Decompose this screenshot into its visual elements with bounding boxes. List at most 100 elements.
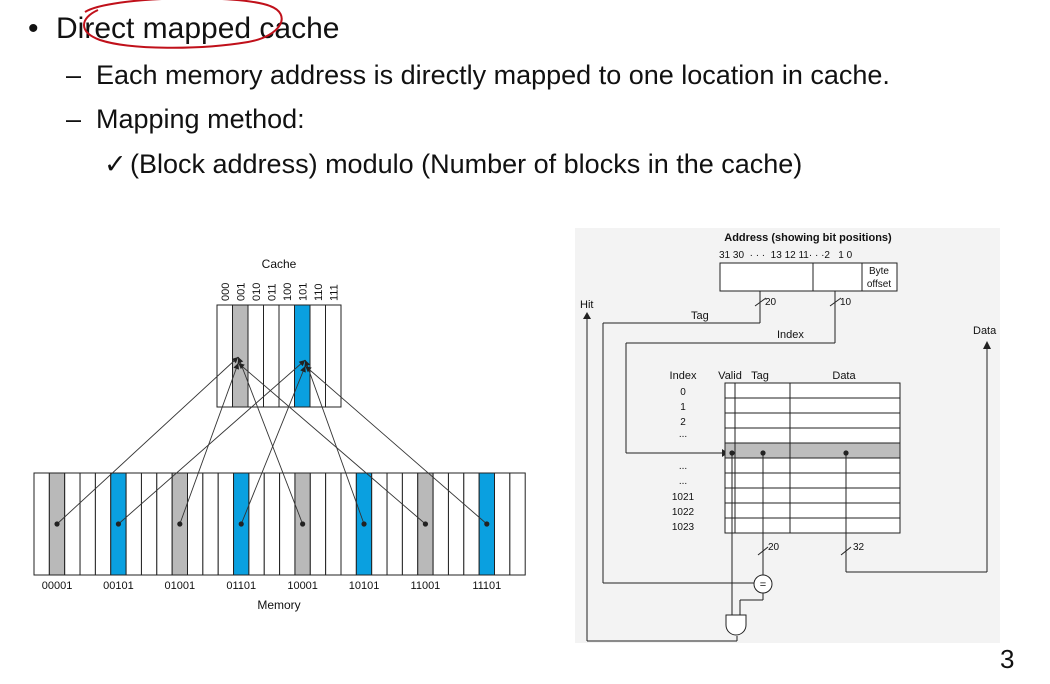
subpoint-modulo: ✓(Block address) modulo (Number of block… (104, 149, 802, 180)
mapping-arrow-origin (300, 521, 306, 527)
memory-block (309, 472, 327, 576)
direct-mapped-cache-hardware-diagram: Address (showing bit positions) 31 30 · … (575, 228, 1000, 643)
memory-block (279, 472, 296, 576)
mapping-arrowhead (237, 357, 244, 364)
subpoint-text: (Block address) modulo (Number of blocks… (130, 149, 803, 179)
dash-icon: – (66, 60, 82, 90)
mapping-arrowhead (233, 363, 240, 370)
cache-index-label: 001 (235, 283, 247, 301)
compare-width: 20 (768, 542, 780, 553)
cache-row (724, 472, 901, 489)
cache-row (724, 487, 901, 504)
memory-block (463, 472, 480, 576)
cache-block-000 (216, 304, 233, 408)
cache-block-100 (278, 304, 295, 408)
memory-address-label: 10101 (349, 580, 380, 592)
cache-block-010 (247, 304, 264, 408)
index-label-1023: 1023 (672, 522, 695, 533)
title-text-direct: Direct (56, 12, 135, 45)
cache-block-110 (309, 304, 326, 408)
title-text-mapped: mapped (134, 12, 252, 45)
subpoint-direct-mapping: –Each memory address is directly mapped … (66, 60, 890, 91)
cache-row (724, 517, 901, 534)
cache-block-001 (232, 304, 249, 408)
memory-block (94, 472, 112, 576)
mapping-arrow (179, 362, 239, 525)
comparator-equals: = (760, 579, 766, 591)
handwritten-circle-annotation (83, 0, 283, 49)
memory-block (494, 472, 511, 576)
index-label-2: 2 (680, 417, 686, 428)
mapping-arrowhead (298, 360, 306, 367)
memory-address-label: 11001 (411, 580, 441, 592)
cache-index-label: 011 (266, 283, 278, 301)
index-label-ellipsis-3: ... (679, 476, 687, 487)
cache-index-label: 111 (328, 284, 340, 301)
mapping-arrows (54, 356, 490, 527)
index-bus-label: Index (777, 329, 804, 341)
mapping-arrow-origin (484, 521, 490, 527)
title-text-cache: cache (251, 12, 340, 45)
mapping-arrowhead (304, 360, 311, 367)
tag-bus-label: Tag (691, 310, 709, 322)
mapping-arrow (240, 365, 306, 525)
mapping-arrow-origin (361, 521, 367, 527)
cache-row (724, 427, 901, 444)
index-label-0: 0 (680, 387, 686, 398)
index-label-1021: 1021 (672, 492, 695, 503)
memory-address-label: 10001 (287, 580, 318, 592)
and-gate (725, 614, 747, 636)
memory-block (401, 472, 419, 576)
mapping-arrow (56, 356, 239, 525)
mapping-arrow (304, 365, 488, 525)
mapping-arrowhead (238, 363, 245, 370)
index-label-1: 1 (680, 402, 686, 413)
memory-block (263, 472, 281, 576)
address-title: Address (showing bit positions) (724, 232, 892, 244)
memory-address-label: 01001 (165, 580, 196, 592)
mapping-arrow-origin (422, 521, 429, 527)
memory-block (79, 472, 96, 576)
byte-offset-label-2: offset (867, 279, 891, 290)
cache-row (724, 412, 901, 429)
memory-label: Memory (257, 598, 300, 612)
mapping-arrowhead (305, 366, 312, 373)
address-register (719, 262, 898, 292)
cache-label: Cache (262, 257, 297, 271)
col-header-tag: Tag (751, 370, 769, 382)
checkmark-icon: ✓ (104, 149, 127, 179)
cache-row (724, 382, 901, 399)
mapping-arrow-origin (238, 521, 244, 527)
cache-row (724, 397, 901, 414)
index-label-ellipsis: ... (679, 429, 687, 440)
mapping-arrow (237, 362, 426, 525)
subpoint-text: Each memory address is directly mapped t… (96, 60, 890, 90)
subpoint-mapping-method: –Mapping method: (66, 104, 305, 135)
mapping-arrow (118, 359, 306, 525)
memory-block (125, 472, 142, 576)
cache-row (724, 457, 901, 474)
data-width: 32 (853, 542, 865, 553)
mapping-arrow (237, 356, 304, 525)
memory-address-label: 00101 (103, 580, 134, 592)
memory-block (340, 472, 357, 576)
memory-block (325, 472, 342, 576)
memory-block (371, 472, 388, 576)
memory-block (33, 472, 50, 576)
cache-block-101 (294, 304, 311, 408)
cache-row-selected (724, 442, 901, 459)
mapping-arrow-origin (115, 521, 122, 527)
cache-index-label: 101 (297, 283, 309, 301)
memory-block (217, 472, 235, 576)
memory-block (202, 472, 219, 576)
index-width: 10 (840, 297, 852, 308)
tag-width: 20 (765, 297, 777, 308)
cache-index-label: 100 (282, 283, 294, 301)
memory-block (64, 472, 81, 576)
title-line: •Direct mapped cache (28, 12, 339, 46)
cache-block-111 (325, 304, 342, 408)
col-header-index: Index (670, 370, 697, 382)
